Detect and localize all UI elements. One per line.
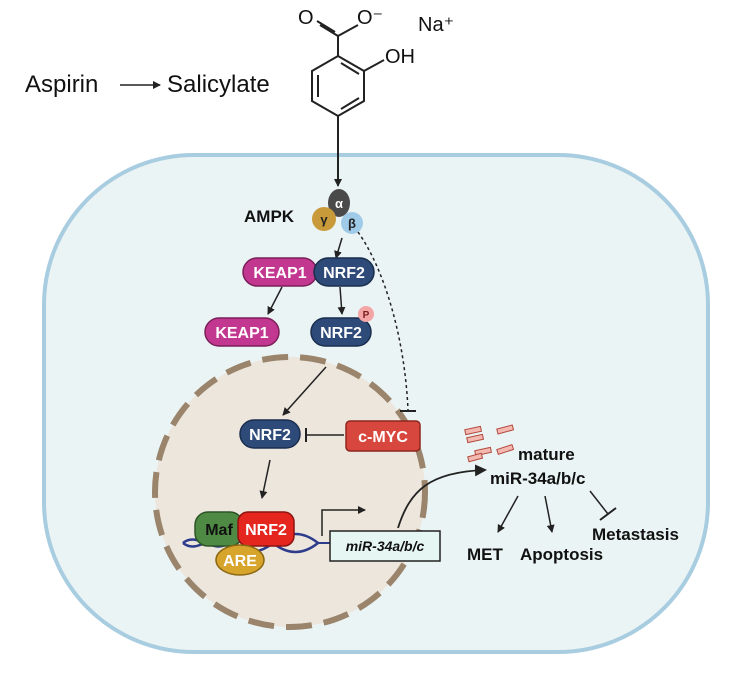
metastasis-inhibition-bar: [599, 507, 617, 521]
nrf2-phosphorylated-label: NRF2: [320, 325, 362, 342]
carboxyl-oxygen: O: [298, 7, 314, 29]
apoptosis-label: Apoptosis: [520, 545, 603, 564]
aspirin-label: Aspirin: [25, 71, 98, 98]
nrf2-release-arrow: [337, 286, 346, 315]
sodium-ion: Na⁺: [418, 14, 454, 36]
are-element: [215, 544, 265, 576]
nuclear-nrf2-label: NRF2: [249, 427, 291, 444]
nuclear-nrf2-pill: [239, 419, 301, 449]
nrf2-complex-pill: [313, 257, 375, 287]
nrf2-complex-label: NRF2: [323, 265, 365, 282]
cmyc-label: c-MYC: [358, 429, 408, 446]
mir34-gene-box: [329, 530, 441, 562]
nucleus: [152, 354, 428, 630]
mature-label: mature: [518, 445, 575, 464]
nrf2-translocation-arrow: [282, 366, 327, 416]
ampk-to-complex-arrow: [334, 237, 343, 259]
mir34-export-arrow: [397, 464, 487, 529]
ampk-gamma-subunit: [312, 207, 336, 231]
ampk-beta-subunit: [341, 212, 363, 234]
ampk-beta-label: β: [348, 216, 356, 231]
keap1-free-pill: [204, 317, 280, 347]
keap1-release-arrow: [267, 286, 283, 315]
met-label: MET: [467, 545, 504, 564]
phosphate-label: P: [363, 310, 370, 321]
nrf2-bound-pill: [237, 511, 295, 547]
cmyc-box: [345, 420, 421, 452]
ampk-inhibits-cmyc-line: [357, 231, 409, 411]
to-apoptosis-arrow: [544, 495, 555, 533]
maf-label: Maf: [205, 522, 233, 539]
are-label: ARE: [223, 553, 257, 570]
nrf2-bound-label: NRF2: [245, 522, 287, 539]
keap1-complex-label: KEAP1: [253, 265, 306, 282]
carboxylate-oxygen: O⁻: [357, 7, 383, 29]
mir34-gene-label: miR-34a/b/c: [346, 538, 425, 554]
ampk-alpha-subunit: [328, 189, 350, 217]
to-met-arrow: [497, 495, 519, 533]
phosphate-group: [358, 306, 374, 322]
salicylate-label: Salicylate: [167, 71, 270, 98]
metastasis-label: Metastasis: [592, 525, 679, 544]
transcription-start-arrow: [321, 506, 366, 536]
inhibits-metastasis-line: [589, 490, 609, 515]
ampk-label: AMPK: [244, 207, 295, 226]
mirna-duplex-icons: [464, 424, 515, 463]
hydroxyl-group: OH: [385, 46, 415, 68]
nrf2-to-are-arrow: [259, 459, 271, 499]
mature-mir34-label: miR-34a/b/c: [490, 469, 585, 488]
keap1-free-label: KEAP1: [215, 325, 268, 342]
ampk-alpha-label: α: [335, 196, 343, 211]
nrf2-phosphorylated-pill: [310, 317, 372, 347]
ampk-gamma-label: γ: [320, 212, 328, 227]
